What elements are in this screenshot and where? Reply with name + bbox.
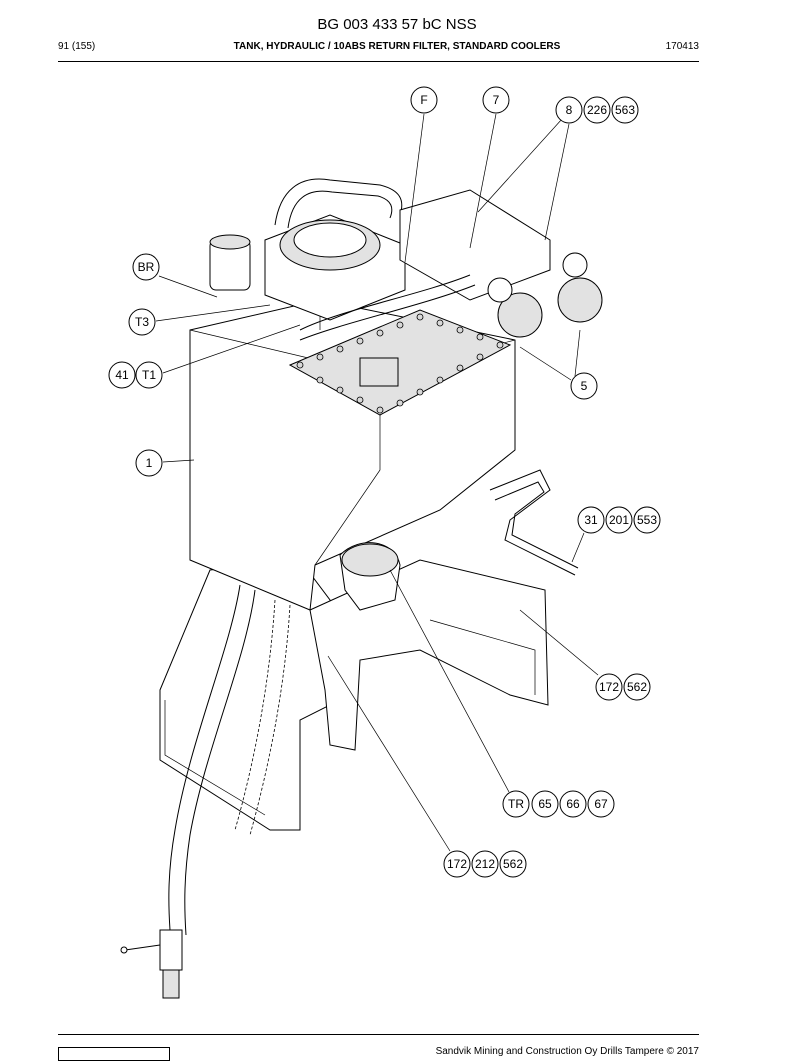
- callout-172-a-label: 172: [599, 680, 619, 694]
- callout-BR-label: BR: [138, 260, 155, 274]
- callout-553: 553: [633, 506, 661, 534]
- callout-T3: T3: [128, 308, 156, 336]
- callout-172-a: 172: [595, 673, 623, 701]
- callout-201-label: 201: [609, 513, 629, 527]
- callout-562-b: 562: [499, 850, 527, 878]
- callout-1-label: 1: [146, 456, 153, 470]
- hydraulic-tank-illustration: [120, 178, 603, 999]
- callout-67-label: 67: [594, 797, 608, 811]
- callout-212-label: 212: [475, 857, 495, 871]
- callout-7: 7: [482, 86, 510, 114]
- callout-226-label: 226: [587, 103, 607, 117]
- callout-563: 563: [611, 96, 639, 124]
- callout-562-b-label: 562: [503, 857, 523, 871]
- callout-T1-label: T1: [142, 368, 156, 382]
- callout-8: 8: [555, 96, 583, 124]
- callout-562-a-label: 562: [627, 680, 647, 694]
- callout-T3-label: T3: [135, 315, 149, 329]
- callout-5: 5: [570, 372, 598, 400]
- callout-226: 226: [583, 96, 611, 124]
- callout-65: 65: [531, 790, 559, 818]
- callout-172-b-label: 172: [447, 857, 467, 871]
- callout-31-label: 31: [584, 513, 598, 527]
- callout-65-label: 65: [538, 797, 552, 811]
- callout-553-label: 553: [637, 513, 657, 527]
- callout-31: 31: [577, 506, 605, 534]
- callout-201: 201: [605, 506, 633, 534]
- callout-TR: TR: [502, 790, 530, 818]
- callout-8-label: 8: [566, 103, 573, 117]
- document-title: BG 003 433 57 bC NSS: [317, 16, 477, 33]
- callout-172-b: 172: [443, 850, 471, 878]
- section-title: TANK, HYDRAULIC / 10ABS RETURN FILTER, S…: [233, 41, 561, 52]
- callout-F-label: F: [420, 93, 427, 107]
- callout-41-label: 41: [115, 368, 129, 382]
- header-divider: [58, 61, 699, 62]
- cover-bolts: [296, 313, 504, 414]
- callout-5-label: 5: [581, 379, 588, 393]
- callout-66-label: 66: [566, 797, 580, 811]
- callout-67: 67: [587, 790, 615, 818]
- callout-BR: BR: [132, 253, 160, 281]
- leader-lines: [155, 113, 599, 852]
- callout-F: F: [410, 86, 438, 114]
- callout-7-label: 7: [493, 93, 500, 107]
- callout-212: 212: [471, 850, 499, 878]
- callout-66: 66: [559, 790, 587, 818]
- sandvik-logo: [58, 1047, 170, 1061]
- callout-TR-label: TR: [508, 797, 524, 811]
- callout-41: 41: [108, 361, 136, 389]
- footer-divider: [58, 1034, 699, 1035]
- callout-563-label: 563: [615, 103, 635, 117]
- callout-562-a: 562: [623, 673, 651, 701]
- callout-T1: T1: [135, 361, 163, 389]
- page-number: 91 (155): [58, 41, 96, 52]
- date-code: 170413: [665, 41, 699, 52]
- callout-1: 1: [135, 449, 163, 477]
- footer-copyright: Sandvik Mining and Construction Oy Drill…: [435, 1046, 699, 1057]
- exploded-parts-drawing: F 7 8 226 563 BR T3 41 T1 5 1 31 201 553…: [108, 86, 661, 999]
- junction-box: [359, 357, 399, 387]
